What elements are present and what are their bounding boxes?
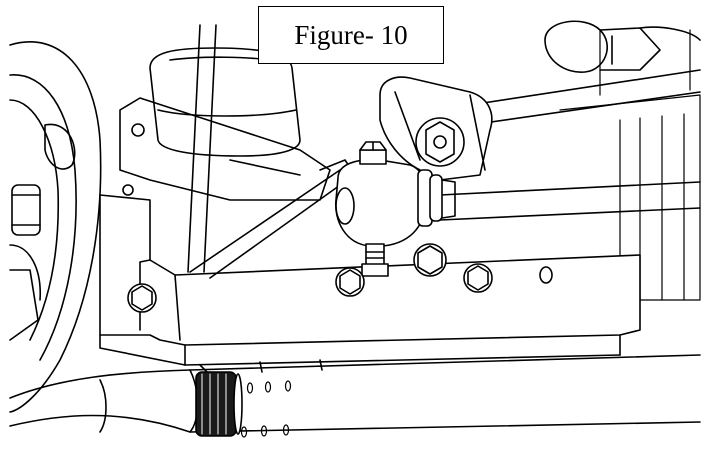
sway-bar-rod	[439, 69, 701, 221]
plate-bolts	[127, 243, 553, 313]
link-end-joint	[335, 158, 456, 247]
background-frame-ribs	[559, 29, 701, 301]
link-stud-top	[359, 141, 387, 165]
air-spring	[149, 47, 301, 157]
vertical-rod	[187, 24, 217, 273]
link-stud-bottom	[361, 243, 389, 277]
knurled-collar	[195, 371, 243, 437]
upper-bracket	[119, 97, 331, 201]
shackle-bolt	[415, 117, 465, 167]
figure-label: Figure- 10	[258, 6, 444, 64]
wheel-hub	[9, 41, 102, 413]
tube-holes	[240, 380, 292, 438]
bracket-arm	[189, 159, 356, 279]
lower-tube	[9, 354, 701, 433]
upper-right-mount	[544, 20, 701, 73]
